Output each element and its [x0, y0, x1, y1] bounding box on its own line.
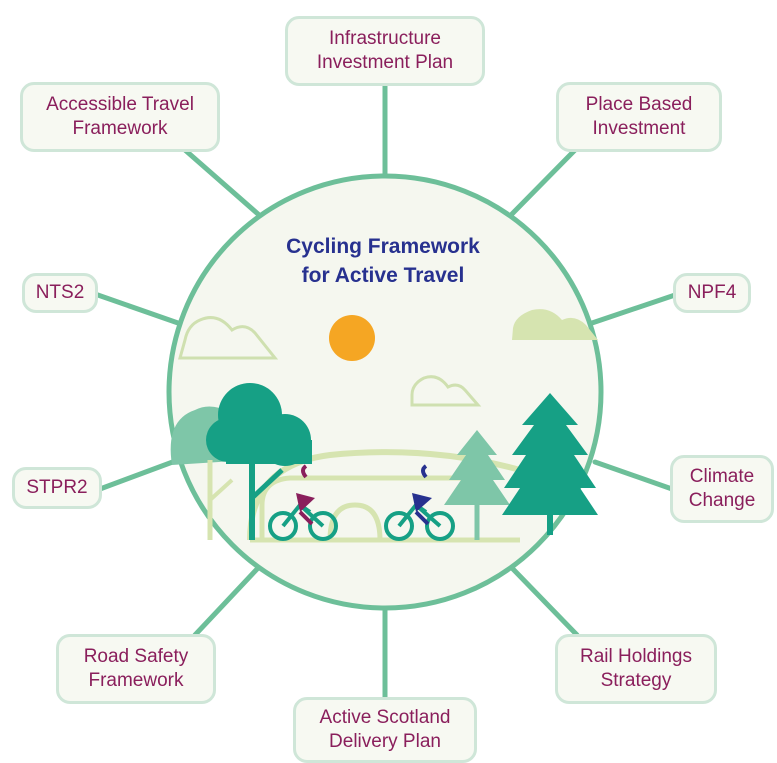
cloud-icon — [178, 316, 279, 360]
diagram-title: Cycling Framework for Active Travel — [286, 235, 480, 287]
cloud-icon — [512, 309, 598, 340]
node-accessible-travel-framework: Accessible Travel Framework — [20, 82, 220, 152]
cyclist-icon — [384, 464, 455, 541]
node-road-safety-framework: Road Safety Framework — [56, 634, 216, 704]
node-place-based-investment: Place Based Investment — [556, 82, 722, 152]
landscape-illustration — [170, 309, 598, 543]
node-rail-holdings-strategy: Rail Holdings Strategy — [555, 634, 717, 704]
tree-icon — [502, 393, 598, 535]
connector-lines — [92, 79, 681, 703]
node-active-scotland-delivery-plan: Active Scotland Delivery Plan — [293, 697, 477, 763]
node-infrastructure-investment-plan: Infrastructure Investment Plan — [285, 16, 485, 86]
node-npf4: NPF4 — [673, 273, 751, 313]
cloud-icon — [410, 375, 482, 407]
tree-icon — [444, 430, 510, 540]
sun-icon — [329, 315, 375, 361]
cyclist-icon — [268, 464, 338, 541]
node-nts2: NTS2 — [22, 273, 98, 313]
node-stpr2: STPR2 — [12, 467, 102, 509]
tree-icon — [206, 383, 312, 540]
node-climate-change: Climate Change — [670, 455, 774, 523]
